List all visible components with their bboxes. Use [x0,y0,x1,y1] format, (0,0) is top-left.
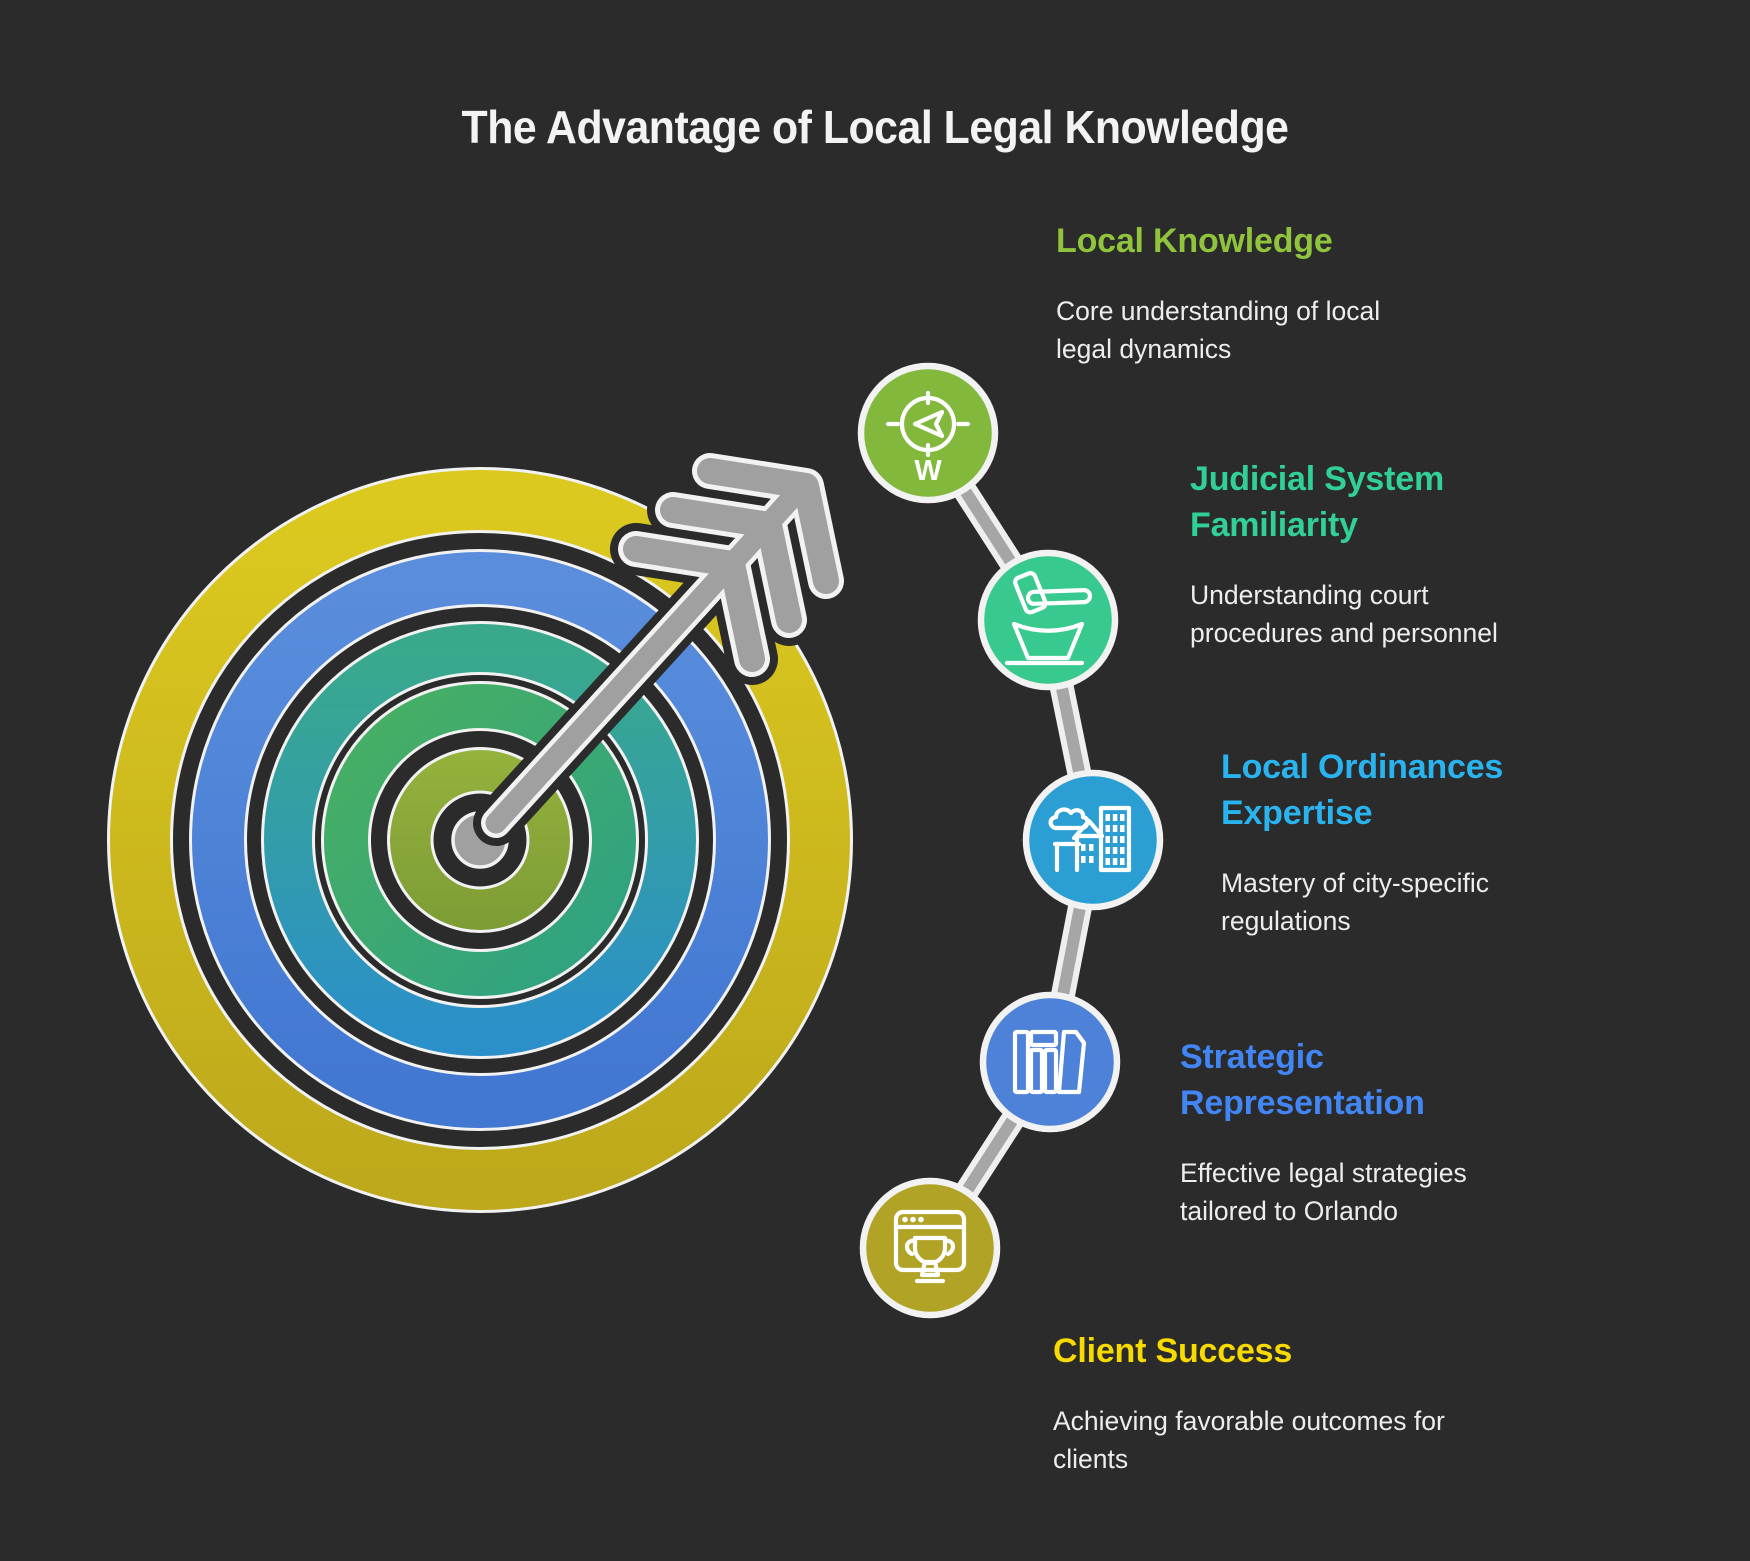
milestone-circle-judicial-system [977,549,1119,691]
milestone-circle-strategic-representation [979,991,1121,1133]
section-strategic-representation: Strategic Representation Effective legal… [1180,1034,1490,1230]
section-heading: Judicial System Familiarity [1190,460,1445,544]
section-judicial-system: Judicial System Familiarity Understandin… [1190,456,1520,652]
section-local-knowledge: Local Knowledge Core understanding of lo… [1056,218,1396,368]
gavel-icon [1004,571,1093,666]
building-windows [1081,814,1125,865]
milestone-circle-local-ordinances [1022,769,1164,911]
compass-west-letter: W [914,455,942,487]
milestone-circle-client-success [859,1177,1001,1319]
section-heading: Strategic Representation [1180,1038,1425,1122]
section-description: Mastery of city-specific regulations [1221,868,1490,936]
milestone-circle-local-knowledge: W [857,362,999,504]
trophy-icon [904,1235,956,1284]
section-heading: Local Knowledge [1056,222,1333,260]
page-title: The Advantage of Local Legal Knowledge [461,101,1289,153]
section-client-success: Client Success Achieving favorable outco… [1053,1328,1473,1478]
city-buildings-icon [1048,805,1132,873]
section-description: Achieving favorable outcomes for clients [1053,1406,1445,1474]
section-heading: Local Ordinances Expertise [1221,748,1504,832]
bullseye-target [107,467,853,1213]
section-description: Effective legal strategies tailored to O… [1180,1158,1467,1226]
law-books-icon [1012,1029,1087,1095]
section-description: Core understanding of local legal dynami… [1056,296,1381,364]
section-heading: Client Success [1053,1332,1293,1370]
arrow-fletching [697,458,839,594]
section-description: Understanding court procedures and perso… [1190,580,1498,648]
compass-icon: W [885,390,971,487]
trophy-browser-icon [893,1209,967,1284]
target-arrow [473,445,852,846]
section-local-ordinances: Local Ordinances Expertise Mastery of ci… [1221,744,1551,940]
arrow-shaft [485,489,801,834]
